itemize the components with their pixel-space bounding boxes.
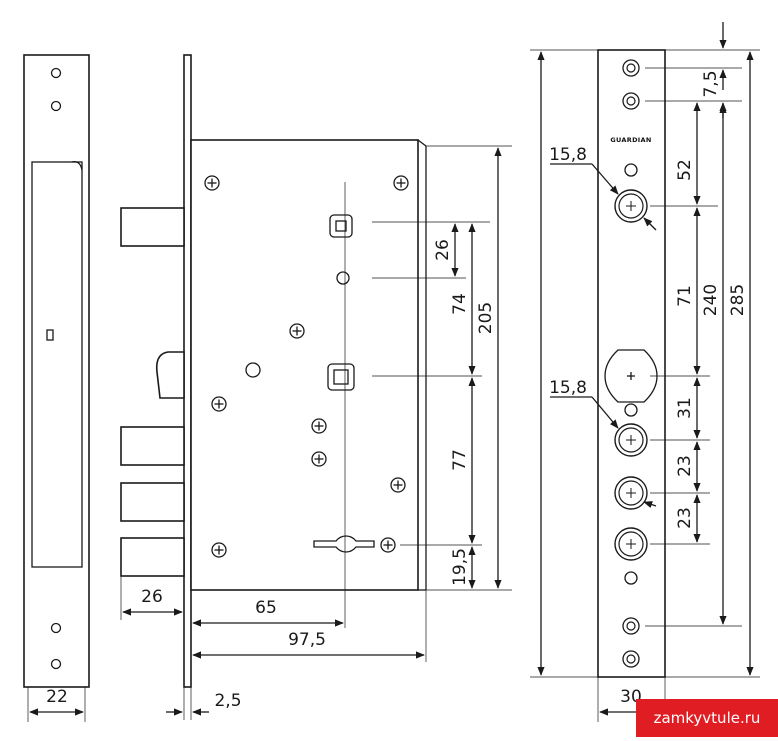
strike-small-hole	[624, 163, 638, 177]
latch-bolt	[155, 351, 185, 399]
face-plate-strip	[183, 54, 192, 688]
dim-front-plate-width: 22	[46, 687, 68, 707]
case-screw	[204, 175, 220, 191]
dim-screw-spacing-240: 240	[701, 284, 721, 316]
strike-bolt-hole	[614, 527, 648, 561]
case-screw	[380, 537, 396, 553]
pin-hole	[336, 271, 350, 285]
watermark-text: zamkyvtule.ru	[653, 709, 761, 727]
dim-spindle-to-keyhole: 77	[450, 449, 470, 471]
keyhole	[313, 535, 375, 553]
dim-bolt-projection: 26	[141, 587, 163, 607]
dim-keyhole-to-bottom: 19,5	[450, 548, 470, 586]
strike-screw-top-2	[622, 92, 640, 110]
dim-case-height: 205	[476, 302, 496, 334]
upper-spindle-square	[335, 220, 347, 232]
front-plate	[23, 54, 90, 688]
strike-screw-bottom-2	[622, 650, 640, 668]
dim-top-screw-offset: 7,5	[701, 70, 721, 97]
main-spindle-square	[333, 369, 349, 385]
front-plate-slot	[46, 329, 54, 341]
lock-case-view: 26 65 97,5 2,5 26 74 77 19,5 205	[120, 54, 512, 720]
strike-screw-top-1	[622, 59, 640, 77]
case-screw	[390, 477, 406, 493]
dead-bolt-1	[120, 426, 185, 466]
front-plate-screw-hole	[50, 622, 62, 634]
dim-hole-diameter-upper: 15,8	[549, 145, 587, 165]
dim-plate-length-285: 285	[728, 284, 748, 316]
upper-bolt	[120, 207, 185, 247]
dim-hole-diameter-lower: 15,8	[549, 378, 587, 398]
dead-bolt-2	[120, 482, 185, 522]
strike-screw-bottom-1	[622, 617, 640, 635]
front-plate-view: 22	[23, 54, 90, 722]
lock-case	[190, 139, 419, 591]
case-screw	[211, 396, 227, 412]
dim-case-depth: 97,5	[288, 630, 326, 650]
front-plate-screw-hole	[50, 67, 62, 79]
dim-upper-to-spindle: 74	[450, 293, 470, 315]
main-spindle-hub	[327, 363, 355, 391]
dead-bolt-3	[120, 537, 185, 577]
strike-small-hole	[624, 571, 638, 585]
dim-hole-spacing-31: 31	[675, 397, 695, 419]
dim-top-to-first-hole: 52	[675, 159, 695, 181]
strike-bolt-hole	[614, 476, 648, 510]
front-plate-screw-hole	[50, 658, 62, 670]
upper-spindle-hub	[329, 214, 353, 238]
front-plate-cutout	[31, 161, 83, 568]
strike-small-hole	[624, 403, 638, 417]
strike-bolt-hole-upper	[614, 189, 648, 223]
dim-plate-thickness: 2,5	[214, 691, 241, 711]
dim-spindle-backset: 65	[255, 598, 277, 618]
case-screw	[311, 418, 327, 434]
case-screw	[211, 542, 227, 558]
brand-label: GUARDIAN	[610, 136, 651, 144]
watermark-badge[interactable]: zamkyvtule.ru	[636, 699, 778, 737]
strike-bolt-hole	[614, 423, 648, 457]
strike-plate-view: GUARDIAN 15,8 15,8	[530, 22, 760, 722]
case-screw	[393, 175, 409, 191]
latch-opening	[604, 349, 658, 403]
front-plate-cutout-curl	[71, 161, 83, 171]
dim-hole-spacing-71: 71	[675, 285, 695, 307]
front-plate-screw-hole	[50, 100, 62, 112]
case-screw	[289, 323, 305, 339]
dim-hole-spacing-23b: 23	[675, 507, 695, 529]
dim-hole-spacing-23a: 23	[675, 455, 695, 477]
case-screw	[311, 451, 327, 467]
round-hole	[245, 362, 261, 378]
dim-upper-spacing: 26	[433, 239, 453, 261]
